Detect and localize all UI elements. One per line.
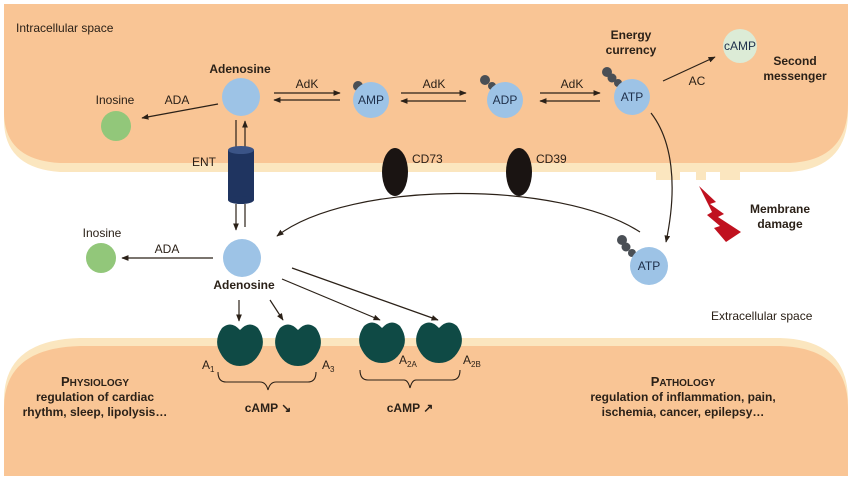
atp-release-arrow <box>650 112 673 243</box>
ada-intra-arrow <box>141 103 219 120</box>
cd39-label: CD39 <box>536 152 567 166</box>
cd73-label: CD73 <box>412 152 443 166</box>
atp-extra-phosphate-2 <box>621 242 631 252</box>
brace-a2a-a2b <box>359 369 461 389</box>
receptor-a2a <box>359 322 405 363</box>
cd73-enzyme <box>382 148 408 196</box>
adenosine-extra-label: Adenosine <box>213 278 275 292</box>
adenosine-to-a3-arrow <box>269 299 284 321</box>
receptor-a2a-label: A2A <box>399 353 417 369</box>
physiology-line-1: regulation of cardiac <box>36 390 154 404</box>
inosine-extra-label: Inosine <box>83 226 122 240</box>
atp-to-adenosine-arrow <box>276 192 641 237</box>
ac-label: AC <box>689 74 706 88</box>
adenosine-intra-node <box>222 78 260 116</box>
receptor-a3 <box>275 324 321 366</box>
inosine-intra-node <box>101 111 131 141</box>
atp-extra-phosphate-1 <box>617 235 627 245</box>
adenosine-to-a2b-arrow <box>291 267 439 321</box>
atp-extra-label: ATP <box>638 259 660 273</box>
ent-label: ENT <box>192 155 217 169</box>
inosine-extra-node <box>86 243 116 273</box>
brace-a1-a3 <box>217 371 317 391</box>
camp-down-label: cAMP ↘ <box>245 401 292 415</box>
second-messenger-label-1: Second <box>773 54 816 68</box>
physiology-title: PHYSIOLOGY <box>61 374 129 389</box>
energy-currency-label-2: currency <box>606 43 657 57</box>
adk-3-label: AdK <box>561 77 584 91</box>
adenosine-intra-label: Adenosine <box>209 62 271 76</box>
adenosine-to-a2a-arrow <box>281 278 381 321</box>
ada-intra-label: ADA <box>165 93 190 107</box>
amp-label: AMP <box>358 93 384 107</box>
receptor-a2b <box>416 322 462 363</box>
atp-intra-phosphate-2 <box>607 73 617 83</box>
adp-node <box>487 82 523 118</box>
camp-up-label: cAMP ↗ <box>387 401 434 415</box>
adk-2-label: AdK <box>423 77 446 91</box>
cd39-enzyme <box>506 148 532 196</box>
atp-intra-node <box>614 79 650 115</box>
receptor-a1-label: A1 <box>202 358 215 374</box>
atp-extra-node <box>630 247 668 285</box>
intracellular-label: Intracellular space <box>16 21 114 35</box>
receptor-a1 <box>217 324 263 366</box>
pathology-line-1: regulation of inflammation, pain, <box>590 390 775 404</box>
adenosine-extra-node <box>223 239 261 277</box>
inosine-intra-label: Inosine <box>96 93 135 107</box>
receptor-a2b-label: A2B <box>463 353 481 369</box>
camp-label: cAMP <box>724 39 756 53</box>
atp-intra-label: ATP <box>621 90 643 104</box>
physiology-line-2: rhythm, sleep, lipolysis… <box>23 405 168 419</box>
second-messenger-label-2: messenger <box>763 69 827 83</box>
upper-cell <box>4 4 848 180</box>
camp-node <box>723 29 757 63</box>
pathology-title: PATHOLOGY <box>651 374 716 389</box>
membrane-damage-icon <box>699 186 741 242</box>
extracellular-label: Extracellular space <box>711 309 813 323</box>
lower-cell-body <box>4 346 848 476</box>
energy-currency-label-1: Energy <box>611 28 652 42</box>
membrane-damage-label-1: Membrane <box>750 202 810 216</box>
adk-1-label: AdK <box>296 77 319 91</box>
lower-cell <box>4 338 848 476</box>
adp-label: ADP <box>493 93 518 107</box>
adp-phosphate-1 <box>480 75 490 85</box>
pathology-line-2: ischemia, cancer, epilepsy… <box>602 405 765 419</box>
receptor-a3-label: A3 <box>322 358 335 374</box>
ada-extra-label: ADA <box>155 242 180 256</box>
upper-cell-body <box>4 4 848 163</box>
membrane-damage-label-2: damage <box>757 217 803 231</box>
ac-arrow <box>662 56 716 82</box>
ent-channel <box>228 146 254 204</box>
amp-node <box>353 82 389 118</box>
